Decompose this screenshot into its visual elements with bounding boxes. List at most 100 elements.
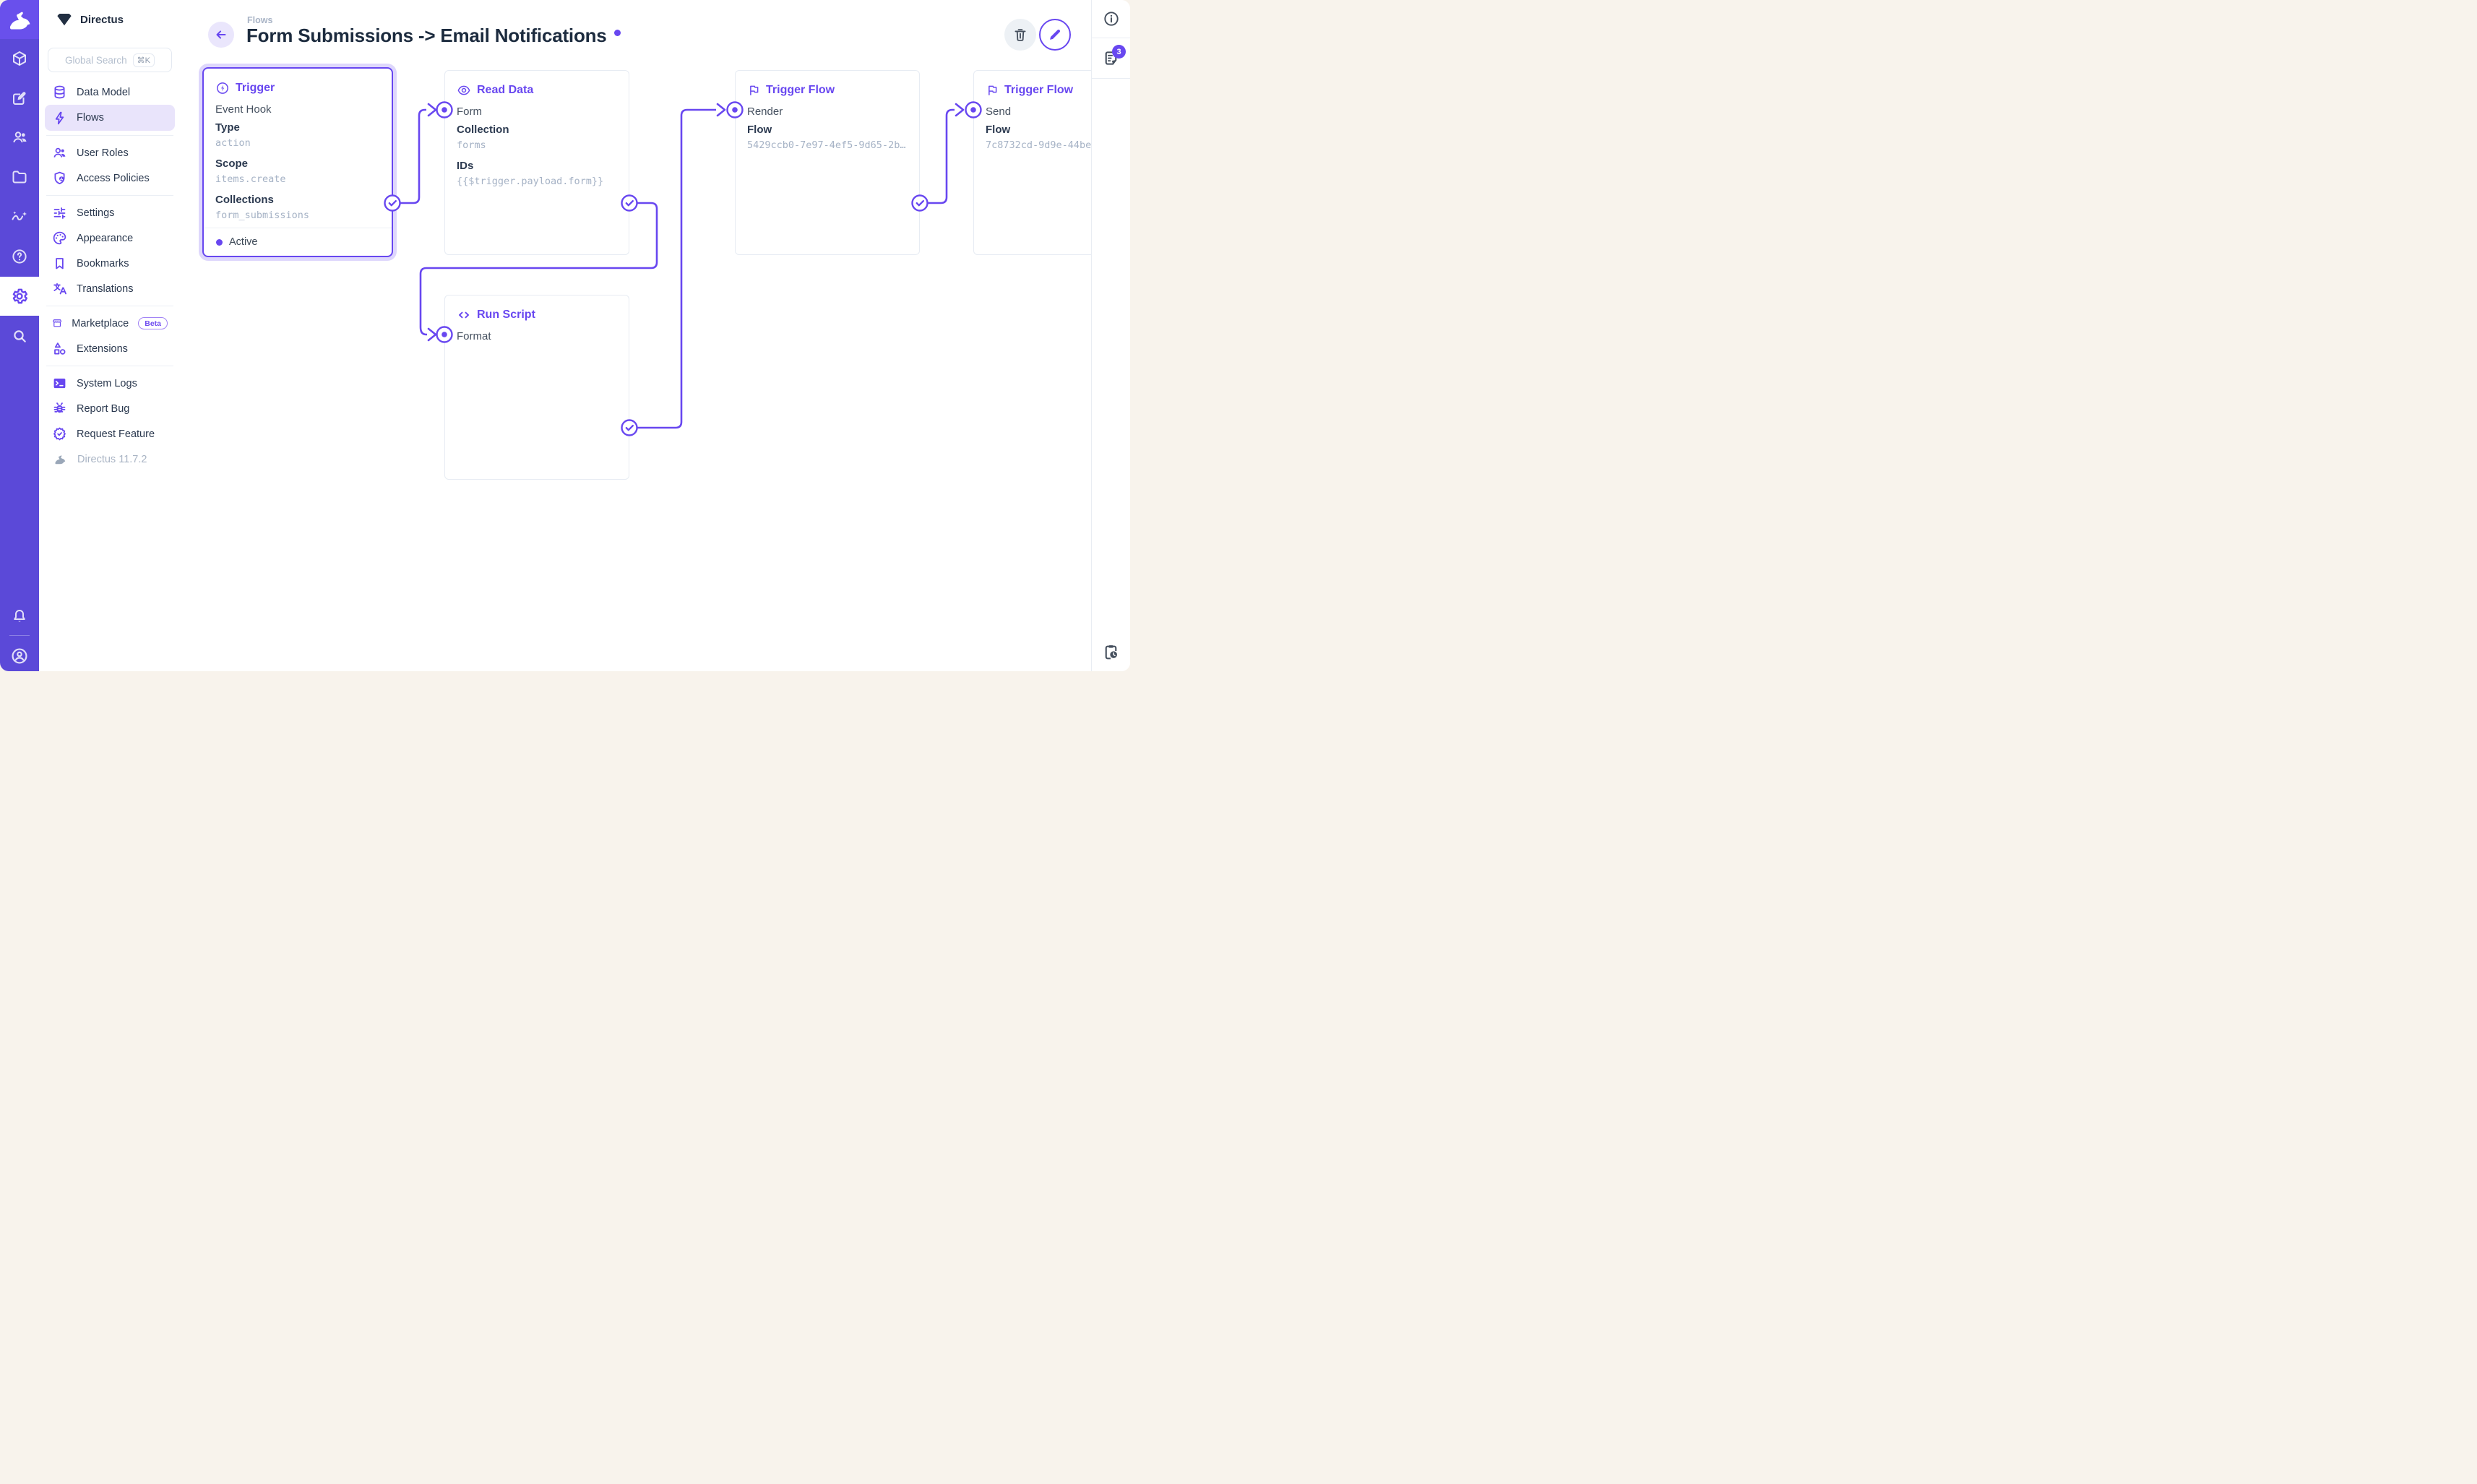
operation-name: Format: [457, 330, 491, 342]
search-placeholder: Global Search: [65, 54, 127, 66]
card-header: Read Data: [445, 71, 629, 98]
flow-card-read-data[interactable]: Read Data Form Collection forms IDs {{$t…: [444, 70, 629, 255]
sidebar-item-translations[interactable]: Translations: [45, 276, 175, 301]
folder-icon: [12, 171, 27, 184]
module-content[interactable]: [0, 43, 39, 74]
sidebar-item-label: Translations: [77, 282, 134, 295]
nav-divider: [46, 195, 173, 196]
sidebar-item-access-policies[interactable]: Access Policies: [45, 165, 175, 191]
page-title: Form Submissions -> Email Notifications: [246, 25, 607, 46]
sidebar-item-label: Settings: [77, 207, 115, 219]
project-header[interactable]: Directus: [39, 0, 181, 39]
feature-icon: [53, 427, 66, 441]
sidebar-item-label: Flows: [77, 112, 104, 124]
operation-name: Form: [457, 105, 482, 118]
field-value: action: [215, 137, 251, 149]
pending-revisions-button[interactable]: [1092, 632, 1130, 671]
field-label: IDs: [457, 160, 474, 172]
field-value: 5429ccb0-7e97-4ef5-9d65-2b…: [747, 139, 906, 151]
extensions-icon: [54, 342, 66, 355]
notifications-button[interactable]: [0, 600, 39, 632]
field-value: forms: [457, 139, 486, 151]
wire-trigger-to-read-data: [400, 108, 426, 204]
eye-icon: [457, 85, 470, 95]
flow-card-run-script[interactable]: Run Script Format: [444, 295, 629, 480]
sidebar-item-label: Bookmarks: [77, 257, 129, 269]
active-dot: [216, 238, 223, 246]
module-files[interactable]: [0, 161, 39, 193]
field-label: Collection: [457, 124, 509, 136]
flow-canvas[interactable]: Flows Form Submissions -> Email Notifica…: [181, 0, 1091, 671]
module-editor[interactable]: [0, 82, 39, 114]
module-bar-divider: [9, 635, 30, 636]
flag-icon: [750, 85, 759, 95]
translate-icon: [53, 282, 66, 295]
module-users[interactable]: [0, 121, 39, 153]
directus-logo-button[interactable]: [0, 0, 39, 39]
field-value: items.create: [215, 173, 286, 185]
card-header: Trigger: [204, 69, 392, 96]
sidebar-item-marketplace[interactable]: Marketplace Beta: [45, 311, 175, 336]
sidebar-item-report-bug[interactable]: Report Bug: [45, 396, 175, 421]
field-label: Flow: [747, 124, 772, 136]
module-docs[interactable]: [0, 241, 39, 272]
back-button[interactable]: [208, 22, 234, 48]
search-shortcut-badge: ⌘K: [132, 53, 155, 67]
logs-section-button[interactable]: 3: [1092, 38, 1130, 79]
sidebar-item-appearance[interactable]: Appearance: [45, 225, 175, 251]
flow-status-dot: [613, 30, 621, 36]
bug-icon: [53, 402, 66, 413]
breadcrumb[interactable]: Flows: [247, 15, 273, 25]
sidebar-item-flows[interactable]: Flows: [45, 105, 175, 131]
module-search[interactable]: [0, 320, 39, 352]
version-row: Directus 11.7.2: [45, 447, 175, 472]
field-label: Flow: [986, 124, 1011, 136]
sidebar-item-bookmarks[interactable]: Bookmarks: [45, 251, 175, 276]
users-icon: [12, 131, 26, 143]
module-bar: [0, 0, 39, 671]
bell-icon: [14, 610, 25, 622]
flow-card-trigger-flow-render[interactable]: Trigger Flow Render Flow 5429ccb0-7e97-4…: [735, 70, 920, 255]
sidebar-item-extensions[interactable]: Extensions: [45, 336, 175, 361]
palette-icon: [53, 231, 66, 245]
delete-flow-button[interactable]: [1004, 19, 1036, 51]
card-title: Trigger Flow: [766, 84, 835, 96]
flow-card-trigger-flow-send[interactable]: Trigger Flow Send Flow 7c8732cd-9d9e-44b…: [973, 70, 1091, 255]
wire-run-script-to-render: [637, 108, 716, 429]
help-icon: [12, 249, 27, 264]
sidebar-item-data-model[interactable]: Data Model: [45, 79, 175, 105]
bookmark-icon: [56, 258, 64, 269]
directus-rabbit-logo-icon: [9, 12, 30, 30]
flow-card-trigger[interactable]: Trigger Event Hook Type action Scope ite…: [202, 67, 393, 257]
sidebar-item-label: Appearance: [77, 232, 134, 244]
bolt-icon: [55, 111, 64, 124]
info-section-button[interactable]: [1092, 0, 1130, 38]
database-icon: [54, 85, 65, 99]
global-search-input[interactable]: Global Search ⌘K: [48, 48, 172, 72]
sidebar-item-system-logs[interactable]: System Logs: [45, 371, 175, 396]
storefront-icon: [53, 319, 61, 327]
clipboard-clock-icon: [1105, 644, 1117, 659]
code-icon: [459, 311, 469, 318]
field-value: 7c8732cd-9d9e-44be: [986, 139, 1091, 151]
trigger-status: Active: [204, 228, 392, 256]
field-label: Type: [215, 121, 240, 134]
sidebar-item-user-roles[interactable]: User Roles: [45, 140, 175, 165]
sidebar-item-settings[interactable]: Settings: [45, 200, 175, 225]
field-value: form_submissions: [215, 210, 310, 221]
operation-name: Render: [747, 105, 783, 118]
card-title: Read Data: [477, 84, 534, 96]
module-settings[interactable]: [0, 277, 39, 316]
user-avatar-button[interactable]: [0, 640, 39, 671]
cube-icon: [13, 51, 26, 66]
beta-badge: Beta: [138, 317, 168, 329]
user-roles-icon: [53, 147, 66, 158]
edit-flow-button[interactable]: [1039, 19, 1071, 51]
sidebar-item-request-feature[interactable]: Request Feature: [45, 421, 175, 447]
info-icon: [1103, 12, 1119, 26]
card-title: Run Script: [477, 309, 535, 321]
trash-icon: [1015, 29, 1026, 41]
module-insights[interactable]: [0, 201, 39, 233]
sidebar-item-label: Marketplace: [72, 317, 129, 329]
arrow-left-icon: [216, 30, 226, 39]
